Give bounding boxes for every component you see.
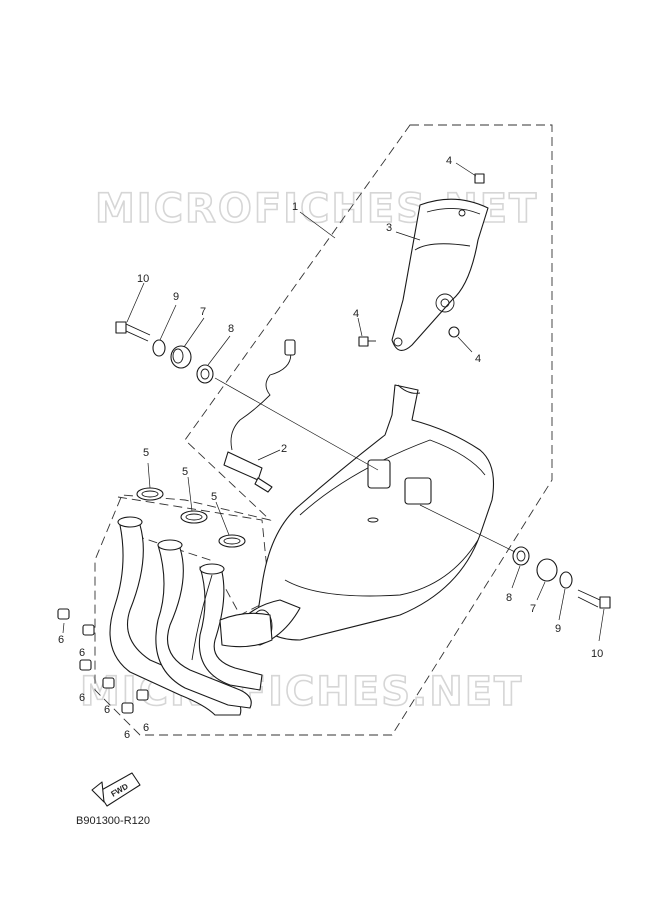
callout-7-right: 7 bbox=[530, 603, 536, 615]
callout-10-left: 10 bbox=[137, 273, 149, 285]
damper-right bbox=[536, 558, 558, 582]
diagram-code: B901300-R120 bbox=[76, 815, 150, 827]
callout-6-d: 6 bbox=[104, 704, 110, 716]
callout-6-e: 6 bbox=[124, 729, 130, 741]
nut-2 bbox=[82, 624, 95, 636]
fwd-arrow-icon: FWD bbox=[91, 772, 141, 807]
callout-5-a: 5 bbox=[143, 447, 149, 459]
callout-6-c: 6 bbox=[79, 692, 85, 704]
gasket-group-boundary bbox=[117, 496, 271, 616]
nut-4 bbox=[102, 677, 115, 689]
callout-4-left: 4 bbox=[353, 308, 359, 320]
callout-4-top: 4 bbox=[446, 155, 452, 167]
callout-5-c: 5 bbox=[211, 491, 217, 503]
nut-3 bbox=[79, 659, 92, 671]
callout-7-left: 7 bbox=[200, 306, 206, 318]
callout-5-b: 5 bbox=[182, 466, 188, 478]
screw-left bbox=[358, 336, 376, 347]
screw-right bbox=[448, 326, 460, 338]
bolt-left bbox=[115, 321, 151, 342]
oxygen-sensor bbox=[223, 339, 296, 493]
muffler bbox=[257, 384, 495, 641]
callout-8-left: 8 bbox=[228, 323, 234, 335]
heat-protector bbox=[391, 198, 489, 351]
callout-6-f: 6 bbox=[143, 722, 149, 734]
washer-left bbox=[152, 339, 166, 357]
collar-left bbox=[196, 364, 214, 384]
callout-10-right: 10 bbox=[591, 648, 603, 660]
damper-left bbox=[170, 345, 192, 369]
callout-2: 2 bbox=[281, 443, 287, 455]
callout-6-a: 6 bbox=[58, 634, 64, 646]
collar-right bbox=[512, 546, 530, 566]
bolt-right bbox=[577, 589, 611, 609]
mount-axis-left bbox=[214, 377, 379, 471]
header-pipes bbox=[109, 516, 273, 716]
nut-5 bbox=[121, 702, 134, 714]
mount-axis-right bbox=[419, 504, 516, 553]
gasket-1 bbox=[136, 487, 164, 501]
callout-9-left: 9 bbox=[173, 291, 179, 303]
callout-6-b: 6 bbox=[79, 647, 85, 659]
callout-9-right: 9 bbox=[555, 623, 561, 635]
washer-right bbox=[559, 571, 573, 589]
callout-4-right: 4 bbox=[475, 353, 481, 365]
leader-lines bbox=[62, 162, 605, 642]
screw-top bbox=[474, 173, 485, 184]
nut-6 bbox=[136, 689, 149, 701]
nut-1 bbox=[57, 608, 70, 620]
callout-3: 3 bbox=[386, 222, 392, 234]
assembly-boundary bbox=[94, 124, 553, 736]
gasket-2 bbox=[180, 510, 208, 524]
callout-8-right: 8 bbox=[506, 592, 512, 604]
callout-1: 1 bbox=[292, 201, 298, 213]
gasket-3 bbox=[218, 534, 246, 548]
